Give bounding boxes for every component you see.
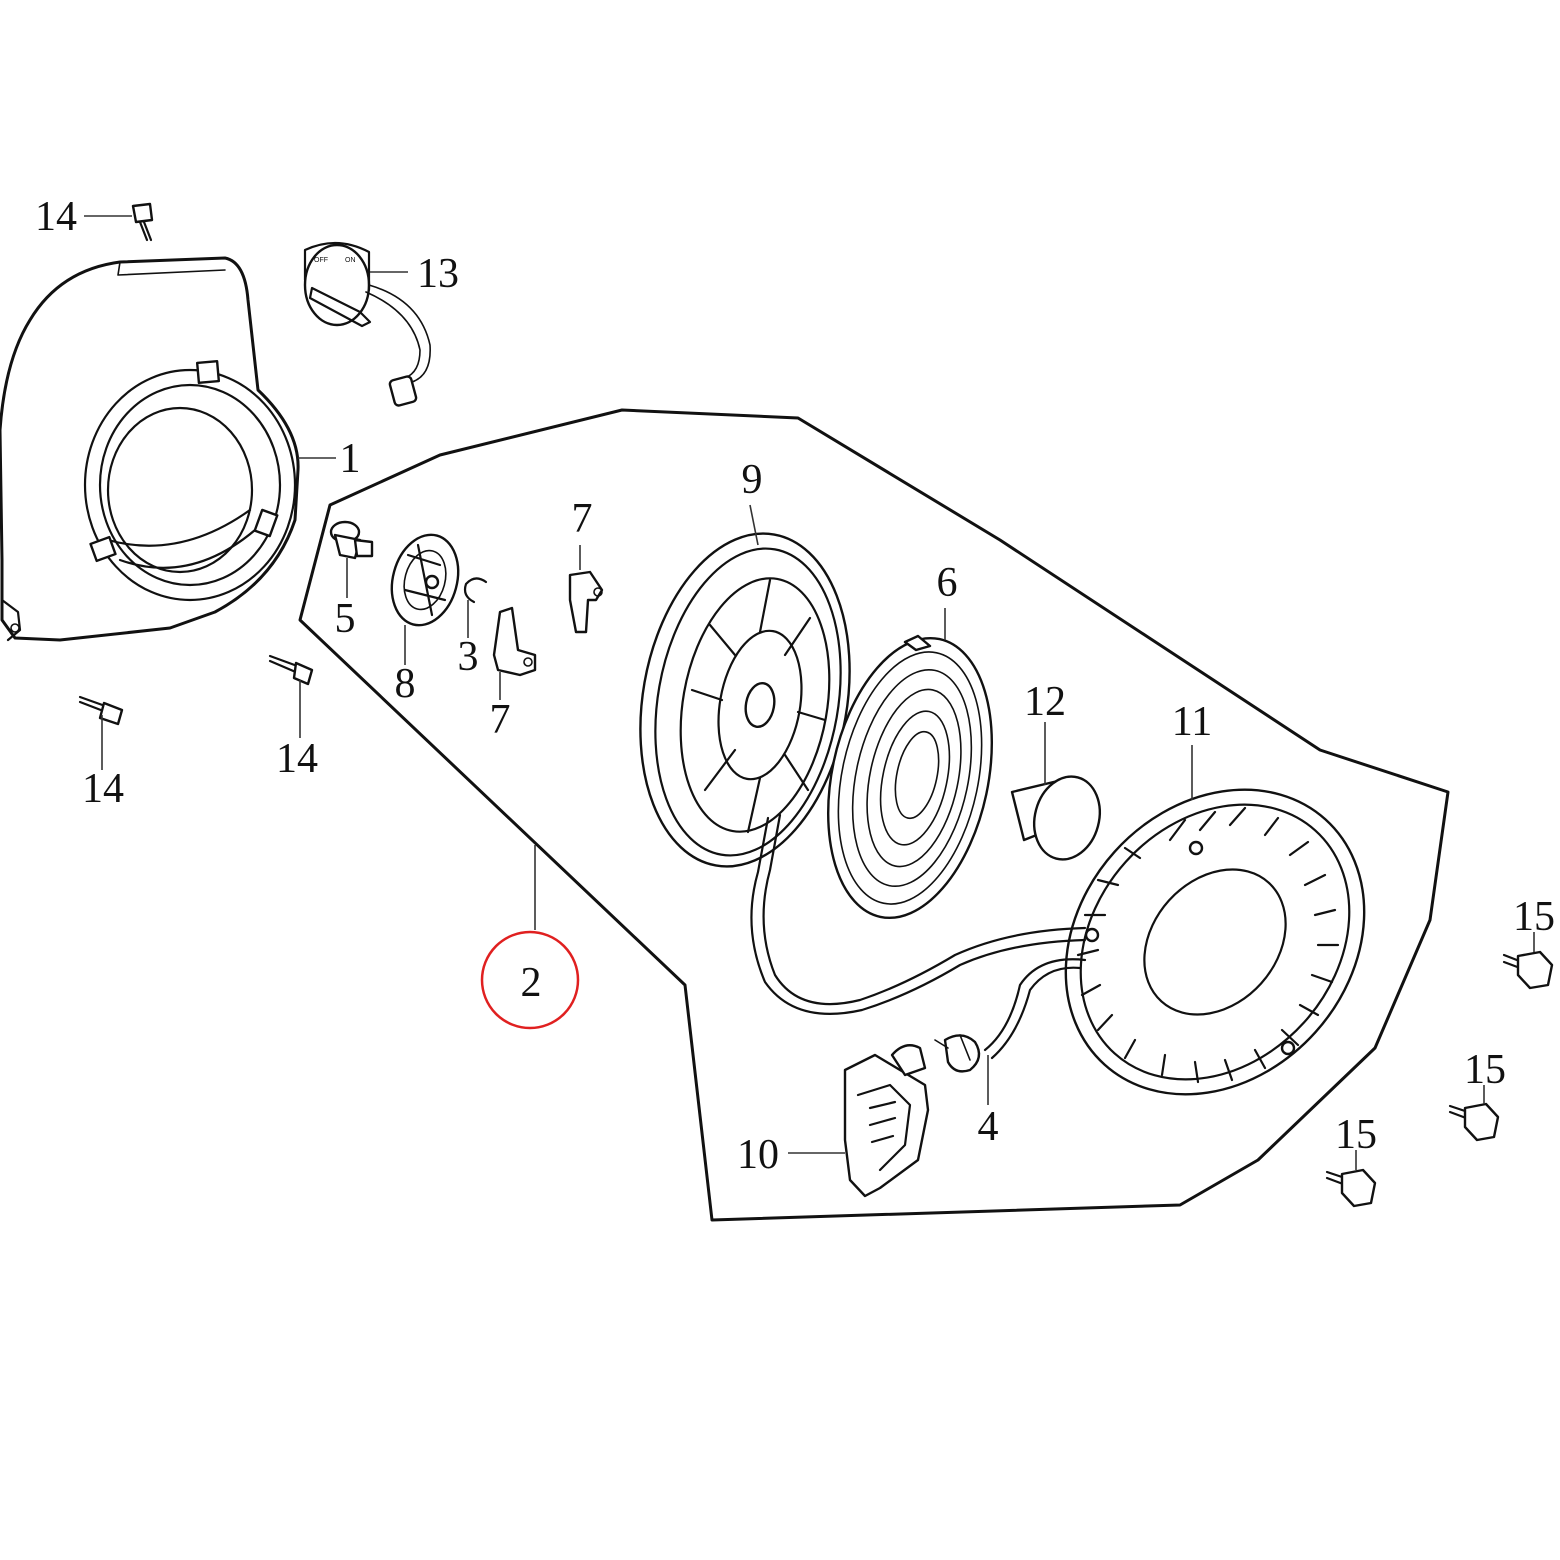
- callout-14-left: 14: [82, 766, 124, 812]
- starter-case: [1064, 788, 1366, 1096]
- callout-6: 6: [937, 560, 958, 606]
- callout-14-top: 14: [35, 194, 77, 240]
- callout-15-lower: 15: [1335, 1112, 1377, 1158]
- highlight-circle-2: [480, 930, 580, 1030]
- callout-10: 10: [737, 1132, 779, 1178]
- callout-7-lower: 7: [490, 697, 511, 743]
- pawl-upper: [568, 570, 604, 634]
- switch-off-label: OFF: [314, 257, 328, 264]
- circlip: [463, 577, 488, 604]
- callout-9: 9: [742, 457, 763, 503]
- recoil-spring: [826, 634, 994, 920]
- callout-15-middle: 15: [1464, 1047, 1506, 1093]
- ratchet-plate: [390, 533, 460, 627]
- bolt-14-left: [78, 695, 124, 726]
- callout-3: 3: [458, 634, 479, 680]
- bolt-14-top: [131, 202, 154, 242]
- center-pin: [329, 520, 374, 560]
- callout-4: 4: [978, 1104, 999, 1150]
- callout-13: 13: [417, 251, 459, 297]
- callout-12: 12: [1024, 679, 1066, 725]
- callout-5: 5: [335, 596, 356, 642]
- rope-knot: [934, 1034, 981, 1073]
- rope-reel: [639, 532, 851, 868]
- flange-bolt-15-lower: [1325, 1168, 1377, 1208]
- callout-7-upper: 7: [572, 496, 593, 542]
- leader-lines: [84, 215, 1535, 1170]
- callout-11: 11: [1172, 699, 1212, 745]
- fan-shroud: [0, 256, 300, 642]
- flange-bolt-15-middle: [1448, 1102, 1500, 1142]
- flange-bolt-15-upper: [1502, 950, 1554, 990]
- callout-1: 1: [340, 436, 361, 482]
- starter-rope: [762, 813, 1087, 1006]
- callout-14-middle: 14: [276, 736, 318, 782]
- engine-switch: OFF ON: [303, 241, 431, 407]
- rope-guide: [1010, 775, 1101, 861]
- callout-15-upper: 15: [1513, 894, 1555, 940]
- pawl-lower: [492, 606, 537, 677]
- bolt-14-middle: [268, 654, 314, 686]
- callout-2: 2: [521, 960, 542, 1006]
- switch-on-label: ON: [345, 257, 356, 264]
- assembly-outline: [298, 408, 1450, 1222]
- starter-handle: [843, 1044, 930, 1198]
- callout-8: 8: [395, 661, 416, 707]
